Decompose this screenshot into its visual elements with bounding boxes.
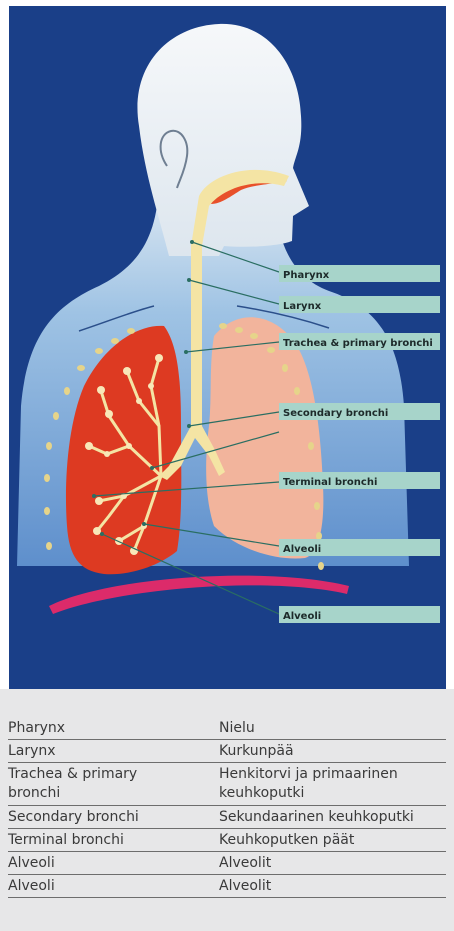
- table-row: Pharynx Nielu: [8, 717, 446, 740]
- svg-text:Alveoli: Alveoli: [283, 611, 321, 622]
- table-row: Alveoli Alveolit: [8, 875, 446, 898]
- label-secondary-bronchi: Secondary bronchi: [279, 403, 440, 420]
- finnish-term: Henkitorvi ja primaarinen keuhkoputki: [219, 765, 424, 803]
- english-term: Secondary bronchi: [8, 808, 213, 827]
- label-alveoli-2: Alveoli: [279, 606, 440, 623]
- finnish-term: Alveolit: [219, 854, 449, 873]
- svg-text:Alveoli: Alveoli: [283, 544, 321, 555]
- label-pharynx: Pharynx: [279, 265, 440, 282]
- finnish-term: Kurkunpää: [219, 742, 449, 761]
- table-row: Alveoli Alveolit: [8, 852, 446, 875]
- label-trachea: Trachea & primary bronchi: [279, 333, 440, 350]
- english-term: Alveoli: [8, 854, 213, 873]
- finnish-term: Nielu: [219, 719, 449, 738]
- english-term: Pharynx: [8, 719, 213, 738]
- svg-text:Larynx: Larynx: [283, 301, 322, 312]
- table-row: Trachea & primary bronchi Henkitorvi ja …: [8, 763, 446, 806]
- label-alveoli-1: Alveoli: [279, 539, 440, 556]
- table-row: Terminal bronchi Keuhkoputken päät: [8, 829, 446, 852]
- svg-text:Pharynx: Pharynx: [283, 270, 330, 281]
- english-term: Trachea & primary bronchi: [8, 765, 178, 803]
- head-silhouette: [137, 24, 309, 256]
- respiratory-system-diagram: Pharynx Larynx Trachea & primary bronchi…: [9, 6, 446, 689]
- finnish-term: Sekundaarinen keuhkoputki: [219, 808, 449, 827]
- english-term: Larynx: [8, 742, 213, 761]
- finnish-term: Alveolit: [219, 877, 449, 896]
- svg-text:Terminal bronchi: Terminal bronchi: [283, 477, 377, 488]
- svg-text:Secondary bronchi: Secondary bronchi: [283, 408, 388, 419]
- translation-table: Pharynx Nielu Larynx Kurkunpää Trachea &…: [0, 689, 454, 931]
- english-term: Terminal bronchi: [8, 831, 213, 850]
- english-term: Alveoli: [8, 877, 213, 896]
- label-terminal-bronchi: Terminal bronchi: [279, 472, 440, 489]
- table-row: Secondary bronchi Sekundaarinen keuhkopu…: [8, 806, 446, 829]
- finnish-term: Keuhkoputken päät: [219, 831, 449, 850]
- svg-text:Trachea & primary bronchi: Trachea & primary bronchi: [283, 338, 433, 349]
- table-row: Larynx Kurkunpää: [8, 740, 446, 763]
- label-larynx: Larynx: [279, 296, 440, 313]
